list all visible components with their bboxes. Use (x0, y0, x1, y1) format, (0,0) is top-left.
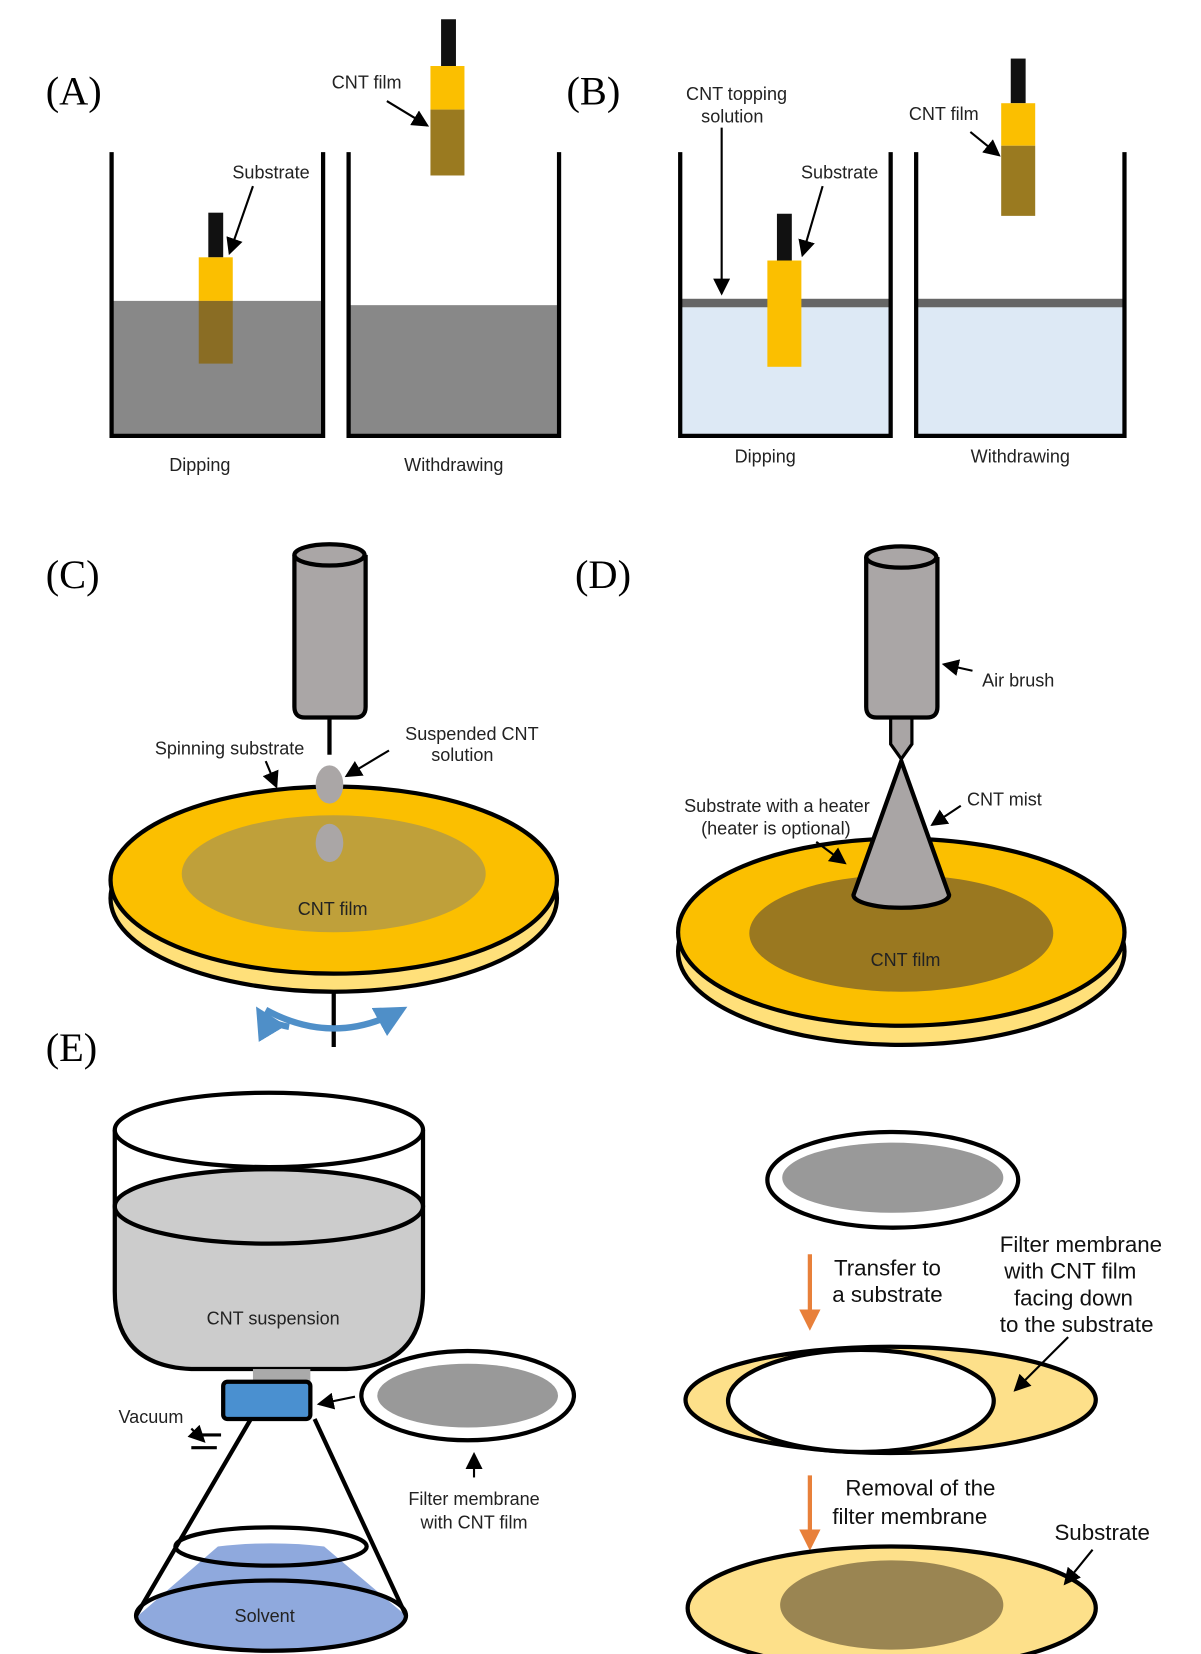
label-heater: Substrate with a heater (684, 796, 870, 816)
cnt-film-on-substrate (1001, 145, 1036, 216)
label-cnt-mist: CNT mist (967, 790, 1042, 810)
label-dipping: Dipping (735, 446, 796, 466)
panel-label-e: (E) (46, 1025, 98, 1070)
cnt-film (181, 815, 486, 933)
panel-label-d: (D) (575, 552, 631, 597)
label-heater: (heater is optional) (701, 818, 850, 838)
cnt-film (377, 1363, 558, 1428)
arrow (1063, 1549, 1094, 1586)
solution (916, 307, 1125, 436)
air-brush-top (864, 544, 939, 570)
panel-b-topping-dip: CNT topping solution Substrate CNT film … (678, 58, 1127, 466)
label-transfer: a substrate (832, 1282, 942, 1307)
label-withdrawing: Withdrawing (971, 446, 1070, 466)
label-substrate: Substrate (232, 163, 309, 183)
droplet (315, 765, 344, 804)
holder-rod (441, 19, 456, 67)
beaker (678, 152, 1127, 439)
funnel-top (112, 1090, 426, 1170)
solvent (136, 1543, 407, 1651)
air-brush (864, 557, 940, 720)
panel-a-dip-coating: Substrate CNT film Dipping Withdrawing (109, 19, 562, 475)
liquid-surface (112, 1167, 426, 1246)
cnt-film (780, 1560, 1004, 1650)
label-spinning-substrate: Spinning substrate (155, 739, 304, 759)
arrow (930, 804, 962, 827)
arrow (815, 841, 847, 865)
arrow (969, 131, 1001, 157)
arrow (316, 1392, 356, 1410)
cnt-mist (851, 754, 952, 910)
dispenser-top (292, 542, 367, 568)
substrate (198, 257, 233, 301)
arrow (386, 100, 430, 127)
substrate-coated (198, 300, 233, 364)
label-cnt-suspension: CNT suspension (207, 1308, 340, 1328)
label-removal: filter membrane (832, 1504, 987, 1529)
cnt-film (749, 874, 1054, 992)
label-transfer: Transfer to (834, 1256, 941, 1281)
label-dipping: Dipping (169, 455, 230, 475)
label-solvent: Solvent (235, 1606, 295, 1626)
holder-rod (776, 213, 792, 261)
arrow (344, 749, 390, 778)
beaker (109, 152, 562, 439)
label-cnt-film: CNT film (871, 950, 941, 970)
arrow (187, 1424, 206, 1443)
cnt-film-on-substrate (430, 109, 465, 176)
holder-rod (1010, 58, 1026, 104)
label-facing: facing down (1014, 1285, 1133, 1310)
arrow (941, 659, 973, 676)
label-facing: with CNT film (1003, 1259, 1136, 1284)
cnt-topping-layer (916, 298, 1125, 308)
holder-rod (208, 212, 224, 258)
label-vacuum: Vacuum (118, 1407, 183, 1427)
flask-side (312, 1418, 408, 1617)
rotation-arrow-icon (256, 1006, 290, 1043)
label-topping: CNT topping (686, 84, 787, 104)
panel-label-b: (B) (566, 68, 620, 113)
panel-label-c: (C) (46, 552, 100, 597)
label-substrate: Substrate (1054, 1520, 1149, 1545)
cnt-suspension (114, 1206, 424, 1370)
cnt-film (782, 1142, 1004, 1213)
arrow (226, 185, 254, 256)
droplet (315, 823, 344, 863)
vacuum-port (191, 1433, 222, 1450)
label-removal: Removal of the (845, 1476, 995, 1501)
substrate (1001, 103, 1036, 146)
substrate (430, 66, 465, 110)
label-suspended: solution (431, 745, 493, 765)
dispenser (292, 554, 368, 720)
label-facing: Filter membrane (1000, 1232, 1162, 1257)
label-withdrawing: Withdrawing (404, 455, 503, 475)
arrow (1013, 1336, 1069, 1392)
panel-label-a: (A) (46, 68, 102, 113)
label-cnt-film: CNT film (298, 899, 368, 919)
panel-e-vacuum-filtration: Vacuum CNT suspension Solvent Filter mem… (112, 1090, 577, 1653)
label-cnt-film: CNT film (332, 72, 402, 92)
label-topping: solution (701, 106, 763, 126)
arrow (798, 185, 824, 258)
label-cnt-film: CNT film (909, 104, 979, 124)
filter-membrane-face-down (725, 1347, 996, 1455)
panel-c-spin-coating: CNT film Spinning substrate Suspended CN… (108, 542, 560, 1048)
filter-clamp (221, 1379, 313, 1422)
label-substrate: Substrate (801, 163, 878, 183)
label-membrane: Filter membrane (408, 1489, 539, 1509)
nozzle (889, 717, 914, 762)
panel-e-transfer: Transfer to a substrate Filter membrane … (683, 1129, 1162, 1654)
label-membrane: with CNT film (420, 1512, 528, 1532)
substrate (767, 260, 802, 367)
panel-d-spray-coating: CNT film Air brush CNT mist Substrate wi… (675, 544, 1127, 1048)
label-facing: to the substrate (1000, 1312, 1154, 1337)
flask-side (134, 1417, 253, 1617)
label-suspended: Suspended CNT (405, 724, 538, 744)
arrow (262, 760, 279, 789)
cnt-dispersion-liquid (348, 305, 560, 436)
label-air-brush: Air brush (982, 671, 1054, 691)
